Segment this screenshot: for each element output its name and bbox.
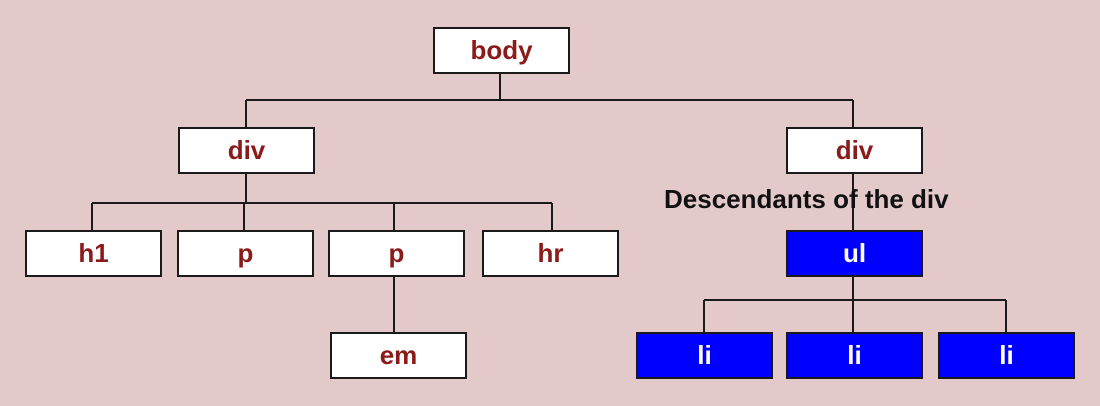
node-li-second: li xyxy=(786,332,923,379)
node-ul: ul xyxy=(786,230,923,277)
node-li-first: li xyxy=(636,332,773,379)
node-body: body xyxy=(433,27,570,74)
node-h1: h1 xyxy=(25,230,162,277)
descendants-caption: Descendants of the div xyxy=(664,184,949,214)
node-em: em xyxy=(330,332,467,379)
node-div-right: div xyxy=(786,127,923,174)
node-div-left: div xyxy=(178,127,315,174)
node-p-second: p xyxy=(328,230,465,277)
node-p-first: p xyxy=(177,230,314,277)
node-hr: hr xyxy=(482,230,619,277)
node-li-third: li xyxy=(938,332,1075,379)
